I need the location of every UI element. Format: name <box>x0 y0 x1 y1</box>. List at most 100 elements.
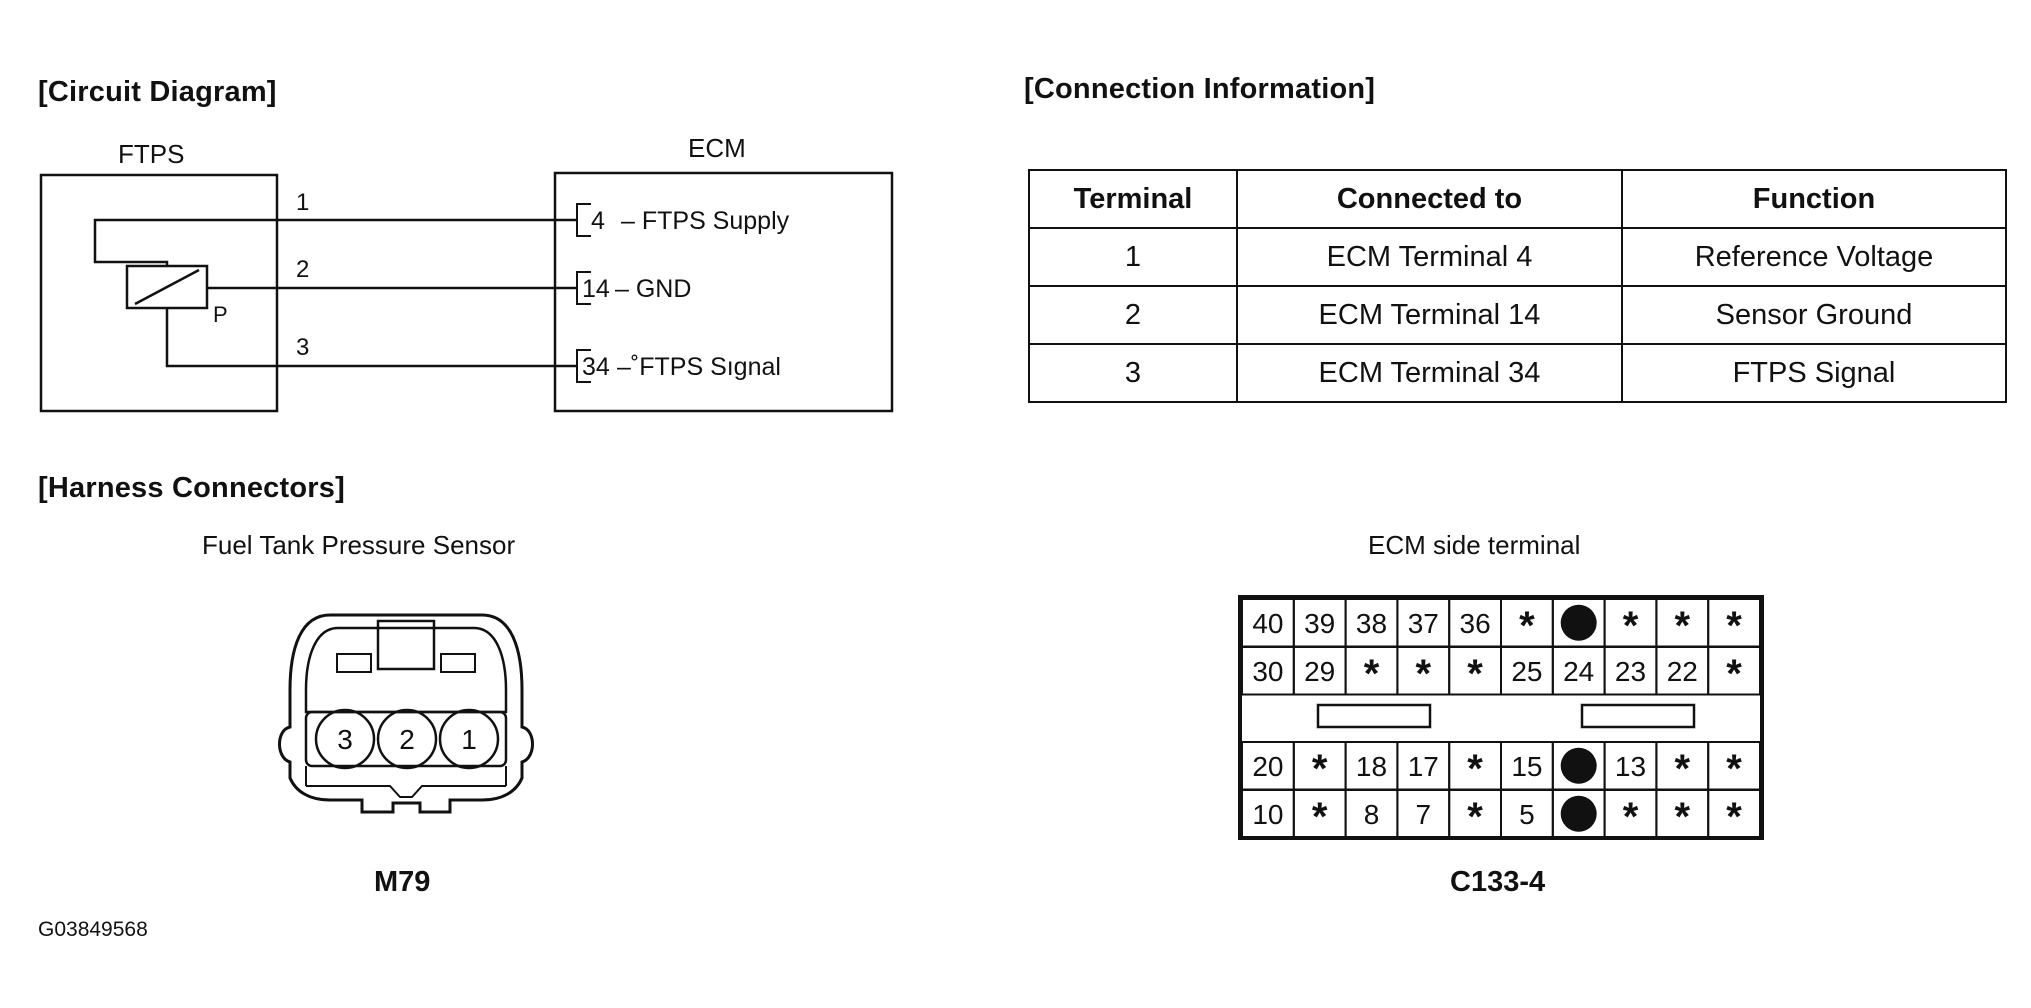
ecm-terminal-empty-mark: * <box>1726 604 1742 648</box>
connection-information-heading: [Connection Information] <box>1024 73 1376 105</box>
ecm-terminal-number: 13 <box>1615 751 1646 782</box>
ecm-terminal-number: 30 <box>1252 656 1283 687</box>
ecm-pin-34-label: –˚FTPS Sıgnal <box>617 353 781 381</box>
cell-function: Sensor Ground <box>1621 285 2007 345</box>
ecm-terminal-empty-mark: * <box>1675 747 1691 791</box>
harness-connectors-heading: [Harness Connectors] <box>38 472 345 504</box>
ecm-connector-left-key <box>1316 703 1432 729</box>
cell-connected-to: ECM Terminal 34 <box>1236 343 1623 403</box>
ecm-terminal-number: 38 <box>1356 608 1387 639</box>
connector-pin-3-label: 3 <box>337 724 353 755</box>
ecm-connector-right-key <box>1580 703 1696 729</box>
ftps-box <box>39 173 279 413</box>
connector-pin-2-label: 2 <box>399 724 415 755</box>
ecm-terminal-number: 39 <box>1304 608 1335 639</box>
ecm-terminal-number: 25 <box>1511 656 1542 687</box>
ecm-pin-34-number: 34 <box>582 353 610 381</box>
ecm-pin-4-number: 4 <box>591 207 605 235</box>
connector-inner-shell <box>304 626 508 714</box>
cell-terminal: 1 <box>1028 227 1238 287</box>
wire-3 <box>165 308 577 368</box>
connector-base-notch <box>306 785 506 798</box>
ecm-terminal-number: 7 <box>1416 799 1432 830</box>
ecm-pin-4-bracket <box>576 203 591 237</box>
ecm-terminal-number: 15 <box>1511 751 1542 782</box>
sensor-connector-code: M79 <box>374 866 431 898</box>
connector-right-key <box>440 653 476 673</box>
pressure-sensor-mark: P <box>213 302 228 327</box>
ecm-terminal-empty-mark: * <box>1726 747 1742 791</box>
ecm-terminal-empty-mark: * <box>1675 604 1691 648</box>
ecm-box <box>553 171 894 413</box>
wire-3-number: 3 <box>296 334 309 361</box>
column-header-connected-to: Connected to <box>1236 169 1623 229</box>
ecm-terminal-empty-mark: * <box>1623 604 1639 648</box>
ecm-terminal-number: 29 <box>1304 656 1335 687</box>
ecm-pin-4-label: – FTPS Supply <box>621 207 790 235</box>
ecm-terminal-plug <box>1560 795 1597 832</box>
ecm-connector-code: C133-4 <box>1450 866 1546 898</box>
ecm-side-terminal-title: ECM side terminal <box>1368 530 1581 560</box>
ecm-terminal-number: 10 <box>1252 799 1283 830</box>
fuel-tank-pressure-sensor-title: Fuel Tank Pressure Sensor <box>202 530 516 560</box>
ecm-terminal-cell <box>1707 789 1761 839</box>
connector-pin-housing <box>304 710 508 768</box>
ecm-terminal-number: 18 <box>1356 751 1387 782</box>
ecm-terminal-number: 20 <box>1252 751 1283 782</box>
connector-pin-1-label: 1 <box>461 724 477 755</box>
table-header-row: Terminal Connected to Function <box>1028 169 2007 229</box>
ecm-terminal-empty-mark: * <box>1312 747 1328 791</box>
wire-1-number: 1 <box>296 189 309 216</box>
ecm-terminal-empty-mark: * <box>1675 795 1691 839</box>
ecm-terminal-empty-mark: * <box>1519 604 1535 648</box>
ecm-terminal-number: 8 <box>1364 799 1380 830</box>
ecm-terminal-number: 22 <box>1667 656 1698 687</box>
cell-connected-to: ECM Terminal 14 <box>1236 285 1623 345</box>
ecm-terminal-number: 17 <box>1408 751 1439 782</box>
cell-connected-to: ECM Terminal 4 <box>1236 227 1623 287</box>
cell-function: Reference Voltage <box>1621 227 2007 287</box>
figure-id: G03849568 <box>38 918 148 941</box>
column-header-function: Function <box>1621 169 2007 229</box>
ecm-terminal-number: 36 <box>1460 608 1491 639</box>
ecm-pin-14-bracket <box>576 271 591 305</box>
ecm-terminal-empty-mark: * <box>1416 652 1432 696</box>
ecm-pin-14-number: 14 <box>582 275 610 303</box>
connection-information-table: Terminal Connected to Function 1 ECM Ter… <box>1028 169 2007 403</box>
cell-terminal: 2 <box>1028 285 1238 345</box>
table-row: 2 ECM Terminal 14 Sensor Ground <box>1028 285 2007 345</box>
ecm-terminal-number: 24 <box>1563 656 1594 687</box>
connector-pin-2 <box>376 708 438 770</box>
connector-left-key <box>336 653 372 673</box>
wire-1 <box>93 218 577 266</box>
ecm-terminal-number: 5 <box>1519 799 1535 830</box>
ecm-terminal-plug <box>1560 604 1597 641</box>
ecm-terminal-plug <box>1560 747 1597 784</box>
circuit-diagram-heading: [Circuit Diagram] <box>38 76 277 108</box>
ecm-terminal-empty-mark: * <box>1726 795 1742 839</box>
wire-2-number: 2 <box>296 256 309 283</box>
cell-terminal: 3 <box>1028 343 1238 403</box>
ecm-terminal-empty-mark: * <box>1364 652 1380 696</box>
ecm-terminal-number: 37 <box>1408 608 1439 639</box>
ecm-pin-14-label: – GND <box>615 275 691 303</box>
table-row: 1 ECM Terminal 4 Reference Voltage <box>1028 227 2007 287</box>
connector-pin-1 <box>438 708 500 770</box>
ecm-terminal-empty-mark: * <box>1623 795 1639 839</box>
connector-outer-shell <box>278 613 534 814</box>
ecm-terminal-number: 40 <box>1252 608 1283 639</box>
connector-pin-3 <box>314 708 376 770</box>
ecm-terminal-number: 23 <box>1615 656 1646 687</box>
pressure-sensor-diagonal <box>134 268 200 306</box>
ecm-box-label: ECM <box>688 133 746 163</box>
ecm-terminal-empty-mark: * <box>1467 652 1483 696</box>
ecm-terminal-empty-mark: * <box>1726 652 1742 696</box>
fuel-tank-pressure-sensor-connector: 3 2 1 <box>278 613 534 814</box>
ecm-terminal-empty-mark: * <box>1312 795 1328 839</box>
cell-function: FTPS Signal <box>1621 343 2007 403</box>
ecm-terminal-empty-mark: * <box>1467 795 1483 839</box>
ecm-pin-34-bracket <box>576 349 591 383</box>
ecm-terminal-cell <box>1707 646 1761 696</box>
